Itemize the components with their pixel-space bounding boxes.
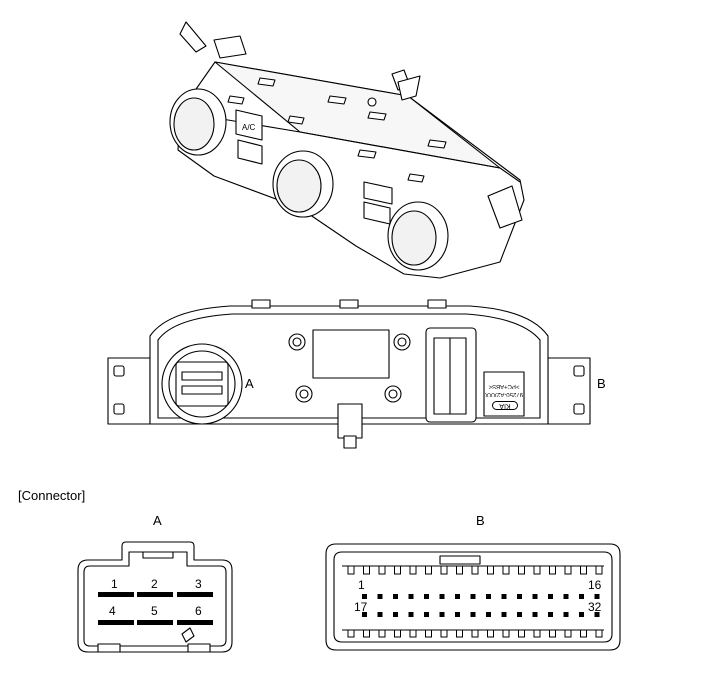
connector-b-tooth bbox=[564, 629, 572, 638]
connector-b-pin bbox=[594, 594, 600, 599]
section-title: [Connector] bbox=[18, 488, 86, 503]
connector-b-tooth bbox=[456, 629, 463, 638]
connector-b-tooth bbox=[440, 565, 448, 575]
connector-b-tooth bbox=[347, 565, 355, 575]
connector-b-pin bbox=[532, 594, 538, 599]
connector-b-pin-1: 1 bbox=[358, 578, 365, 592]
connector-b-pin bbox=[548, 594, 553, 599]
connector-b-title: B bbox=[476, 513, 485, 528]
connector-b-pin bbox=[548, 612, 553, 617]
connector-b-tooth bbox=[533, 565, 541, 575]
connector-a-pin-1: 1 bbox=[111, 577, 118, 591]
connector-b-pin bbox=[408, 594, 414, 599]
connector-b-pin bbox=[501, 594, 507, 599]
connector-b-tooth bbox=[425, 629, 432, 638]
connector-b-pin bbox=[470, 612, 476, 617]
connector-b-pin bbox=[393, 612, 398, 617]
connector-b-pin bbox=[579, 594, 584, 599]
connector-b-tooth bbox=[471, 565, 479, 575]
connector-b-tooth bbox=[378, 565, 386, 575]
connector-b-tooth bbox=[518, 565, 525, 575]
connector-b-tooth bbox=[580, 629, 587, 638]
connector-a-pin-3: 3 bbox=[195, 577, 202, 591]
connector-b-pin bbox=[563, 612, 569, 617]
knob-ac-label: A/C bbox=[242, 123, 256, 132]
connector-b-pin-32: 32 bbox=[588, 600, 602, 614]
connector-b-pin bbox=[517, 612, 522, 617]
connector-b-pin bbox=[362, 612, 367, 617]
connector-a-callout: A bbox=[245, 376, 254, 391]
connector-b-pin bbox=[517, 594, 522, 599]
connector-a-title: A bbox=[153, 513, 162, 528]
connector-b-pin bbox=[377, 594, 383, 599]
connector-b-pin bbox=[424, 612, 429, 617]
connector-b-tooth bbox=[502, 629, 510, 638]
connector-b-pin bbox=[439, 612, 445, 617]
connector-b-tooth bbox=[456, 565, 463, 575]
connector-a-pin-5: 5 bbox=[151, 604, 158, 618]
connector-b-tooth bbox=[394, 629, 401, 638]
connector-b-tooth bbox=[487, 629, 494, 638]
connector-b-pin bbox=[455, 594, 460, 599]
connector-b-pin bbox=[362, 594, 367, 599]
connector-b-callout: B bbox=[597, 376, 606, 391]
connector-b-pin bbox=[486, 594, 491, 599]
connector-b-tooth bbox=[394, 565, 401, 575]
connector-b-tooth bbox=[425, 565, 432, 575]
connector-b-pin-16: 16 bbox=[588, 578, 602, 592]
connector-b-tooth bbox=[378, 629, 386, 638]
connector-b-pin bbox=[424, 594, 429, 599]
connector-b-tooth bbox=[487, 565, 494, 575]
connector-b-pin bbox=[501, 612, 507, 617]
connector-b-tooth bbox=[549, 629, 556, 638]
connector-b-pin bbox=[532, 612, 538, 617]
connector-b-tooth bbox=[502, 565, 510, 575]
connector-b-pin bbox=[408, 612, 414, 617]
connector-b-pin bbox=[563, 594, 569, 599]
connector-b-tooth bbox=[347, 629, 355, 638]
connector-b-pin bbox=[470, 594, 476, 599]
connector-b-tooth bbox=[409, 565, 417, 575]
connector-b-pin-17: 17 bbox=[354, 600, 368, 614]
connector-b-tooth bbox=[440, 629, 448, 638]
connector-b-pin bbox=[594, 612, 600, 617]
connector-a-pin-6: 6 bbox=[195, 604, 202, 618]
connector-a-pin-4: 4 bbox=[109, 604, 116, 618]
connector-b-pin bbox=[486, 612, 491, 617]
connector-b-tooth bbox=[595, 565, 603, 575]
connector-b-pin bbox=[579, 612, 584, 617]
connector-b-tooth bbox=[471, 629, 479, 638]
connector-b-pin bbox=[377, 612, 383, 617]
connector-a-pin-2: 2 bbox=[151, 577, 158, 591]
connector-b-tooth bbox=[549, 565, 556, 575]
connector-b-pin bbox=[455, 612, 460, 617]
connector-b-tooth bbox=[409, 629, 417, 638]
connector-b-tooth bbox=[363, 565, 370, 575]
connector-b-tooth bbox=[533, 629, 541, 638]
connector-b-pin bbox=[439, 594, 445, 599]
connector-b-pin bbox=[393, 594, 398, 599]
connector-b-tooth bbox=[595, 629, 603, 638]
connector-b-tooth bbox=[363, 629, 370, 638]
connector-b-tooth bbox=[564, 565, 572, 575]
connector-b-tooth bbox=[518, 629, 525, 638]
connector-b-tooth bbox=[580, 565, 587, 575]
